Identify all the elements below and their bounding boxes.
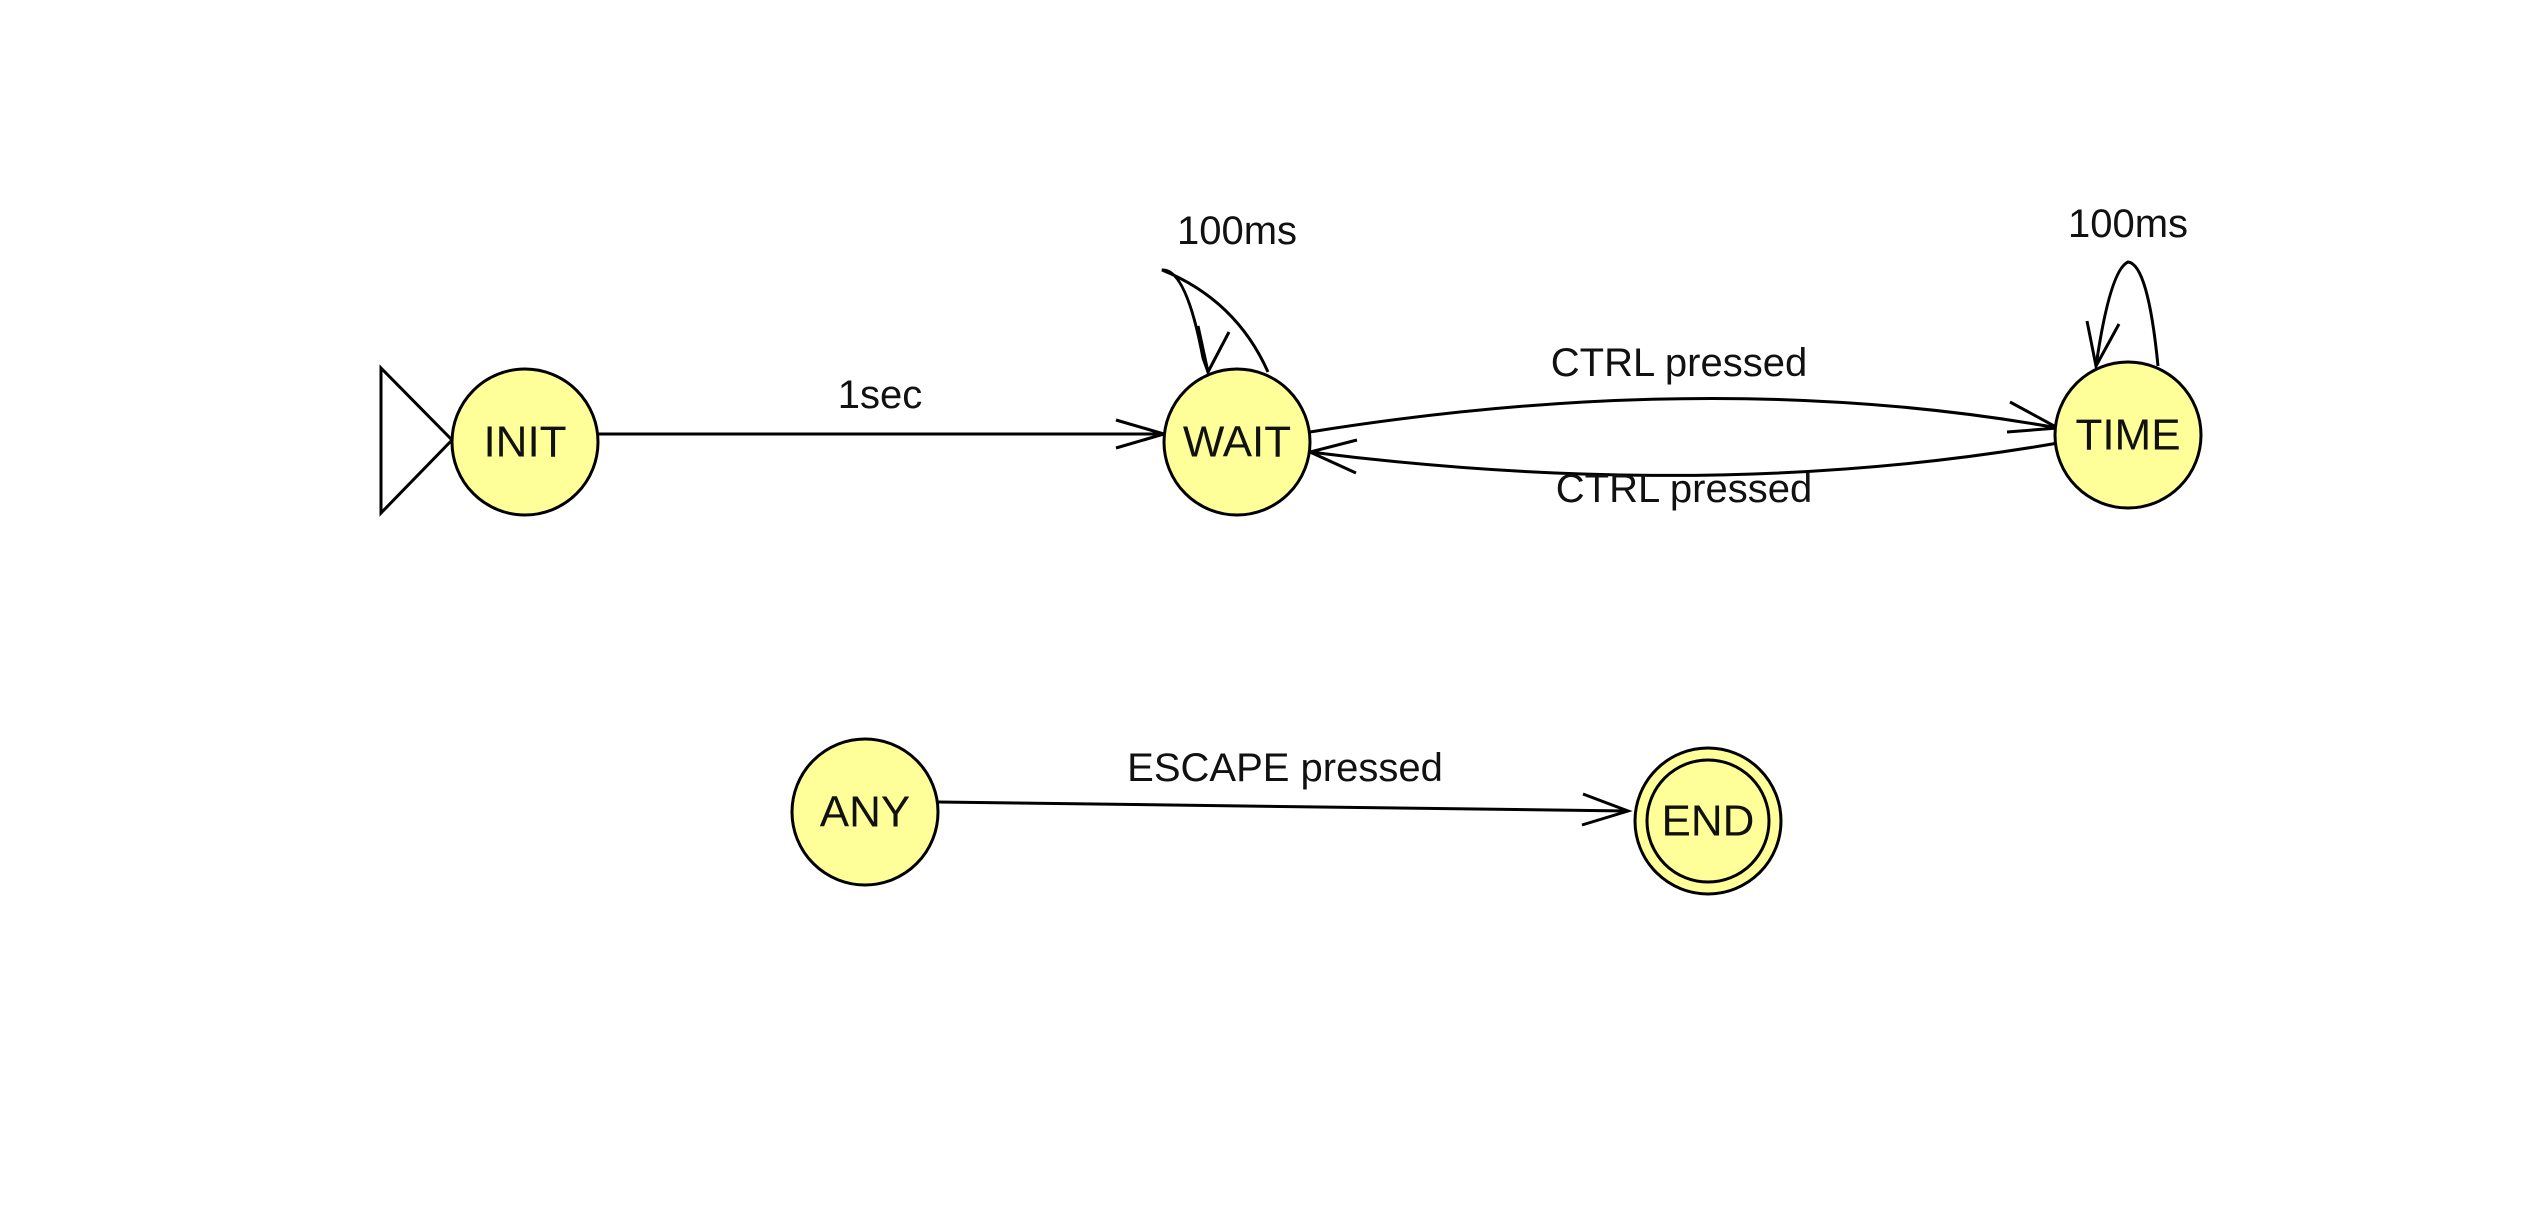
state-end-final: END (1633, 746, 1783, 896)
transition-any-end-label: ESCAPE pressed (1127, 746, 1443, 790)
state-init: INIT (450, 367, 600, 517)
state-end-label: END (1662, 797, 1755, 846)
transition-wait-time (1309, 397, 2064, 434)
transition-time-self-loop (2085, 260, 2160, 371)
state-wait-label: WAIT (1183, 418, 1291, 467)
initial-state-marker (379, 364, 455, 517)
state-wait: WAIT (1162, 367, 1312, 517)
state-init-label: INIT (483, 418, 566, 467)
transition-init-wait-label: 1sec (838, 373, 923, 417)
transition-any-end (937, 792, 1633, 827)
state-time-label: TIME (2075, 411, 2180, 460)
transition-time-wait-label: CTRL pressed (1556, 467, 1812, 511)
state-any: ANY (790, 737, 940, 887)
state-any-label: ANY (820, 788, 910, 837)
transition-init-wait (598, 418, 1170, 450)
transition-wait-time-label: CTRL pressed (1551, 341, 1807, 385)
transition-wait-self-label: 100ms (1177, 209, 1297, 253)
transition-wait-self-loop (1161, 268, 1270, 377)
transition-time-self-label: 100ms (2068, 202, 2188, 246)
state-time: TIME (2053, 360, 2203, 510)
